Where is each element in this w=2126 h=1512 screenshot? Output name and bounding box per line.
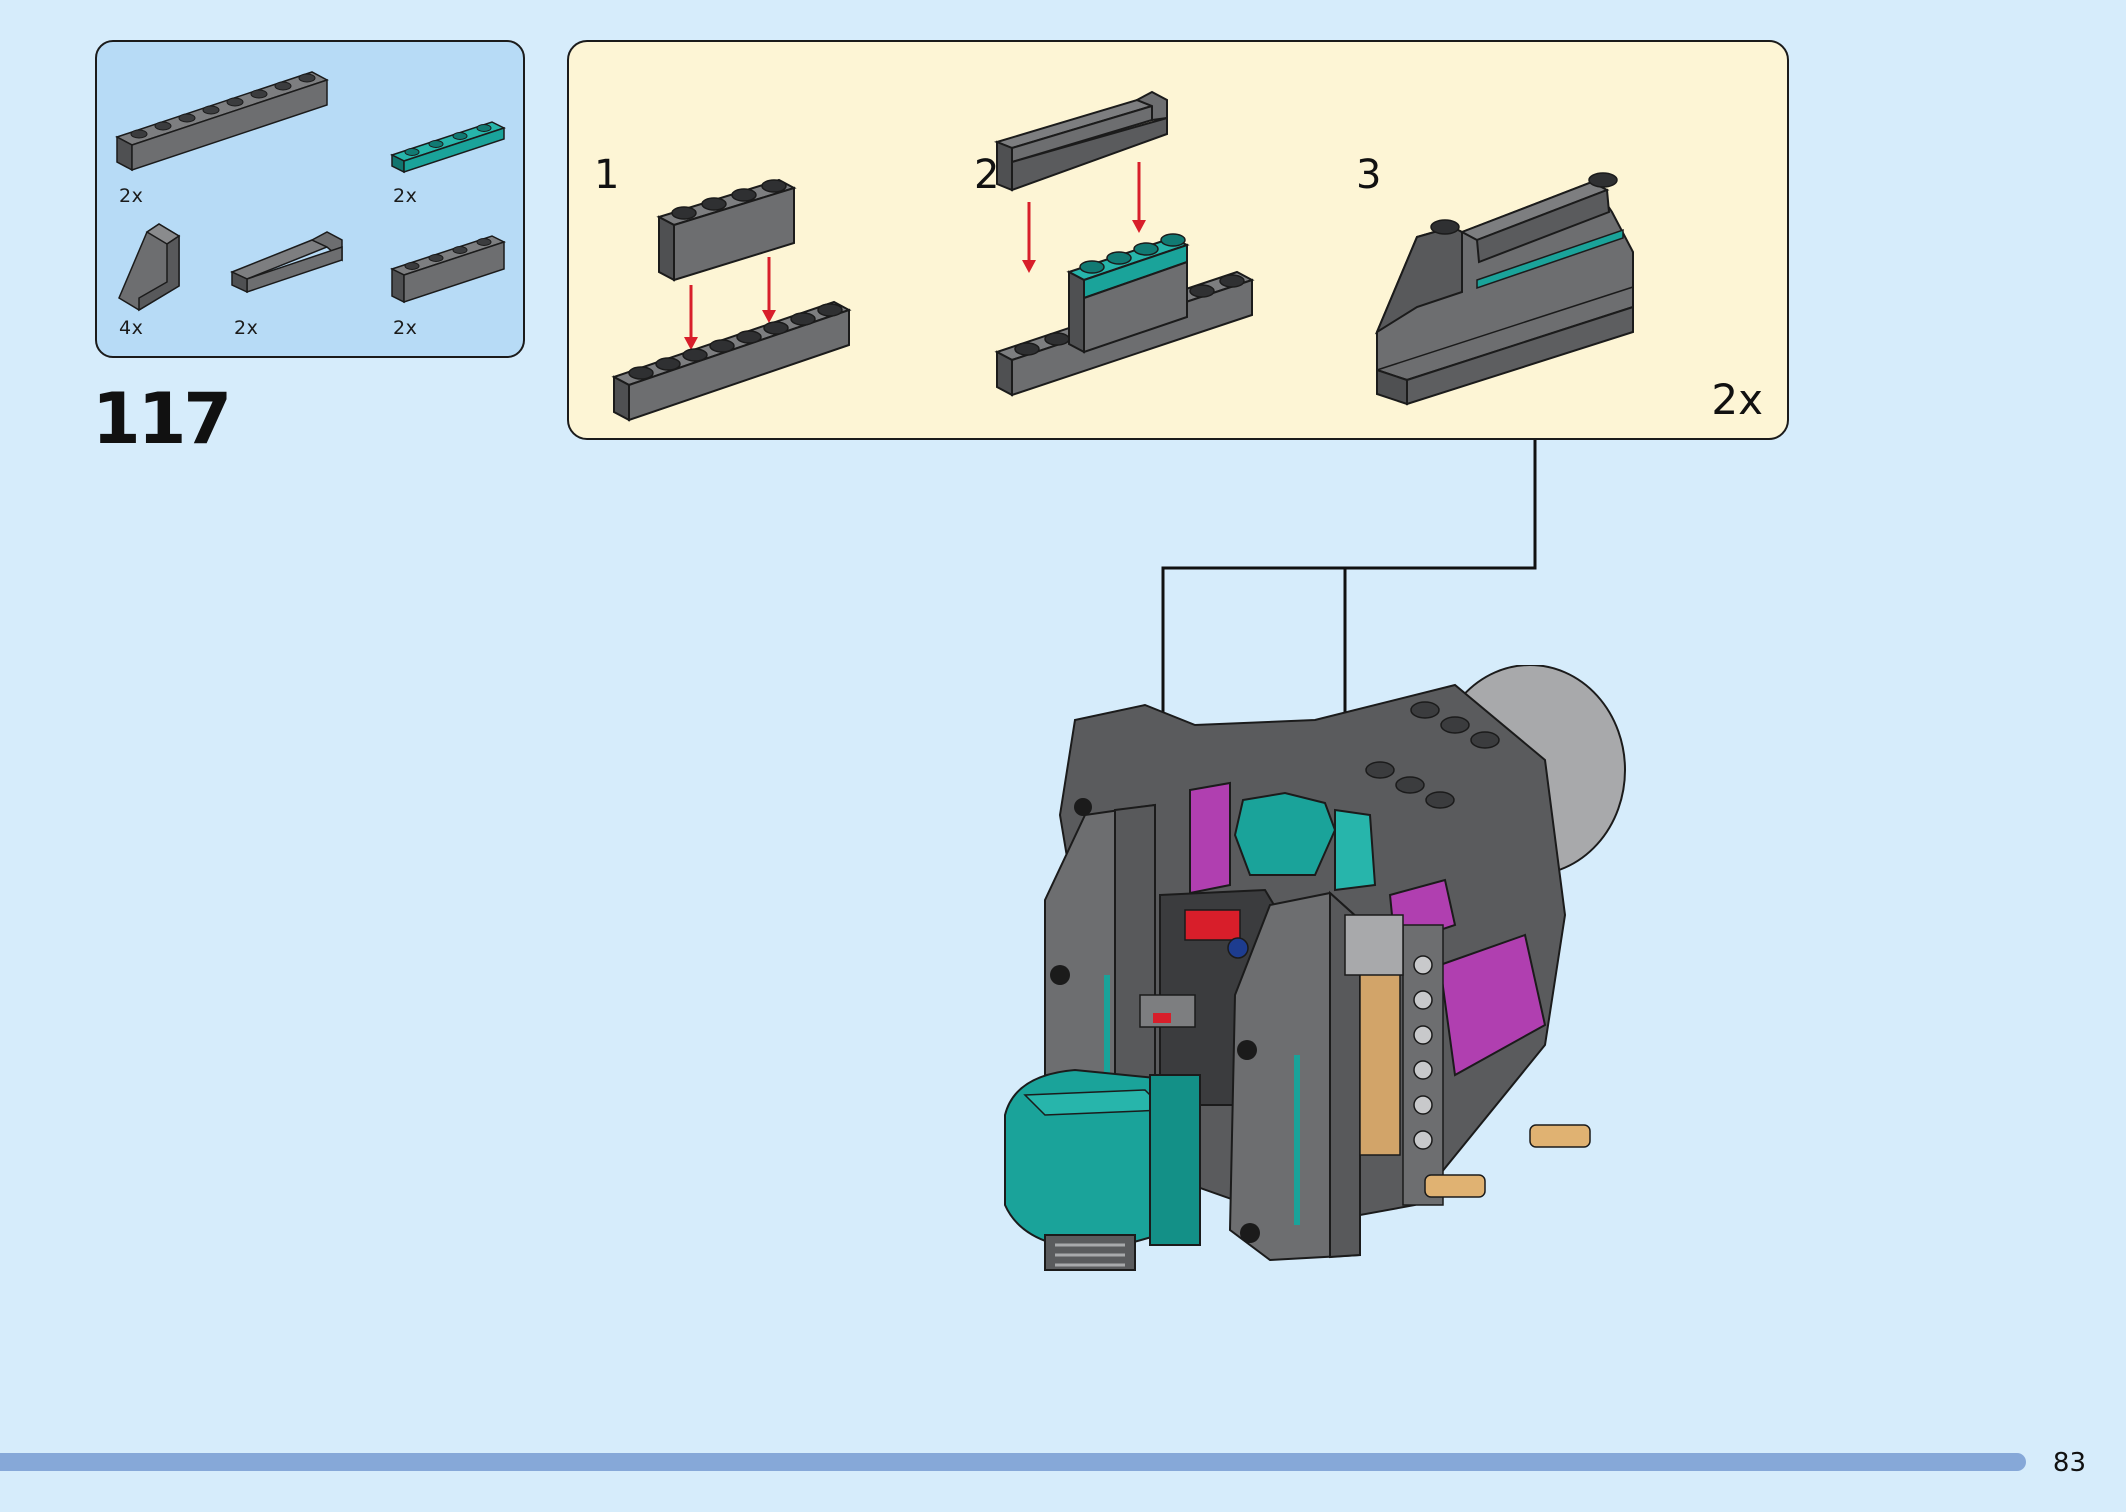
sub-step-number: 1 — [594, 152, 620, 198]
page-progress-bar — [0, 1453, 2026, 1471]
part-qty: 2x — [393, 185, 418, 207]
sub-assembly-multiplier: 2x — [1711, 375, 1763, 424]
sub-step-number: 3 — [1356, 152, 1382, 198]
main-assembly-illustration — [985, 664, 1665, 1289]
step-number: 117 — [92, 378, 232, 460]
page-number: 83 — [2052, 1448, 2086, 1478]
part-qty: 4x — [119, 317, 144, 339]
sub-assembly-panel: 1 2 3 2x — [567, 40, 1789, 440]
part-qty: 2x — [119, 185, 144, 207]
part-qty: 2x — [393, 317, 418, 339]
parts-list-box: 2x 2x 4x 2x — [95, 40, 525, 358]
part-qty: 2x — [234, 317, 259, 339]
sub-step-number: 2 — [974, 152, 1000, 198]
